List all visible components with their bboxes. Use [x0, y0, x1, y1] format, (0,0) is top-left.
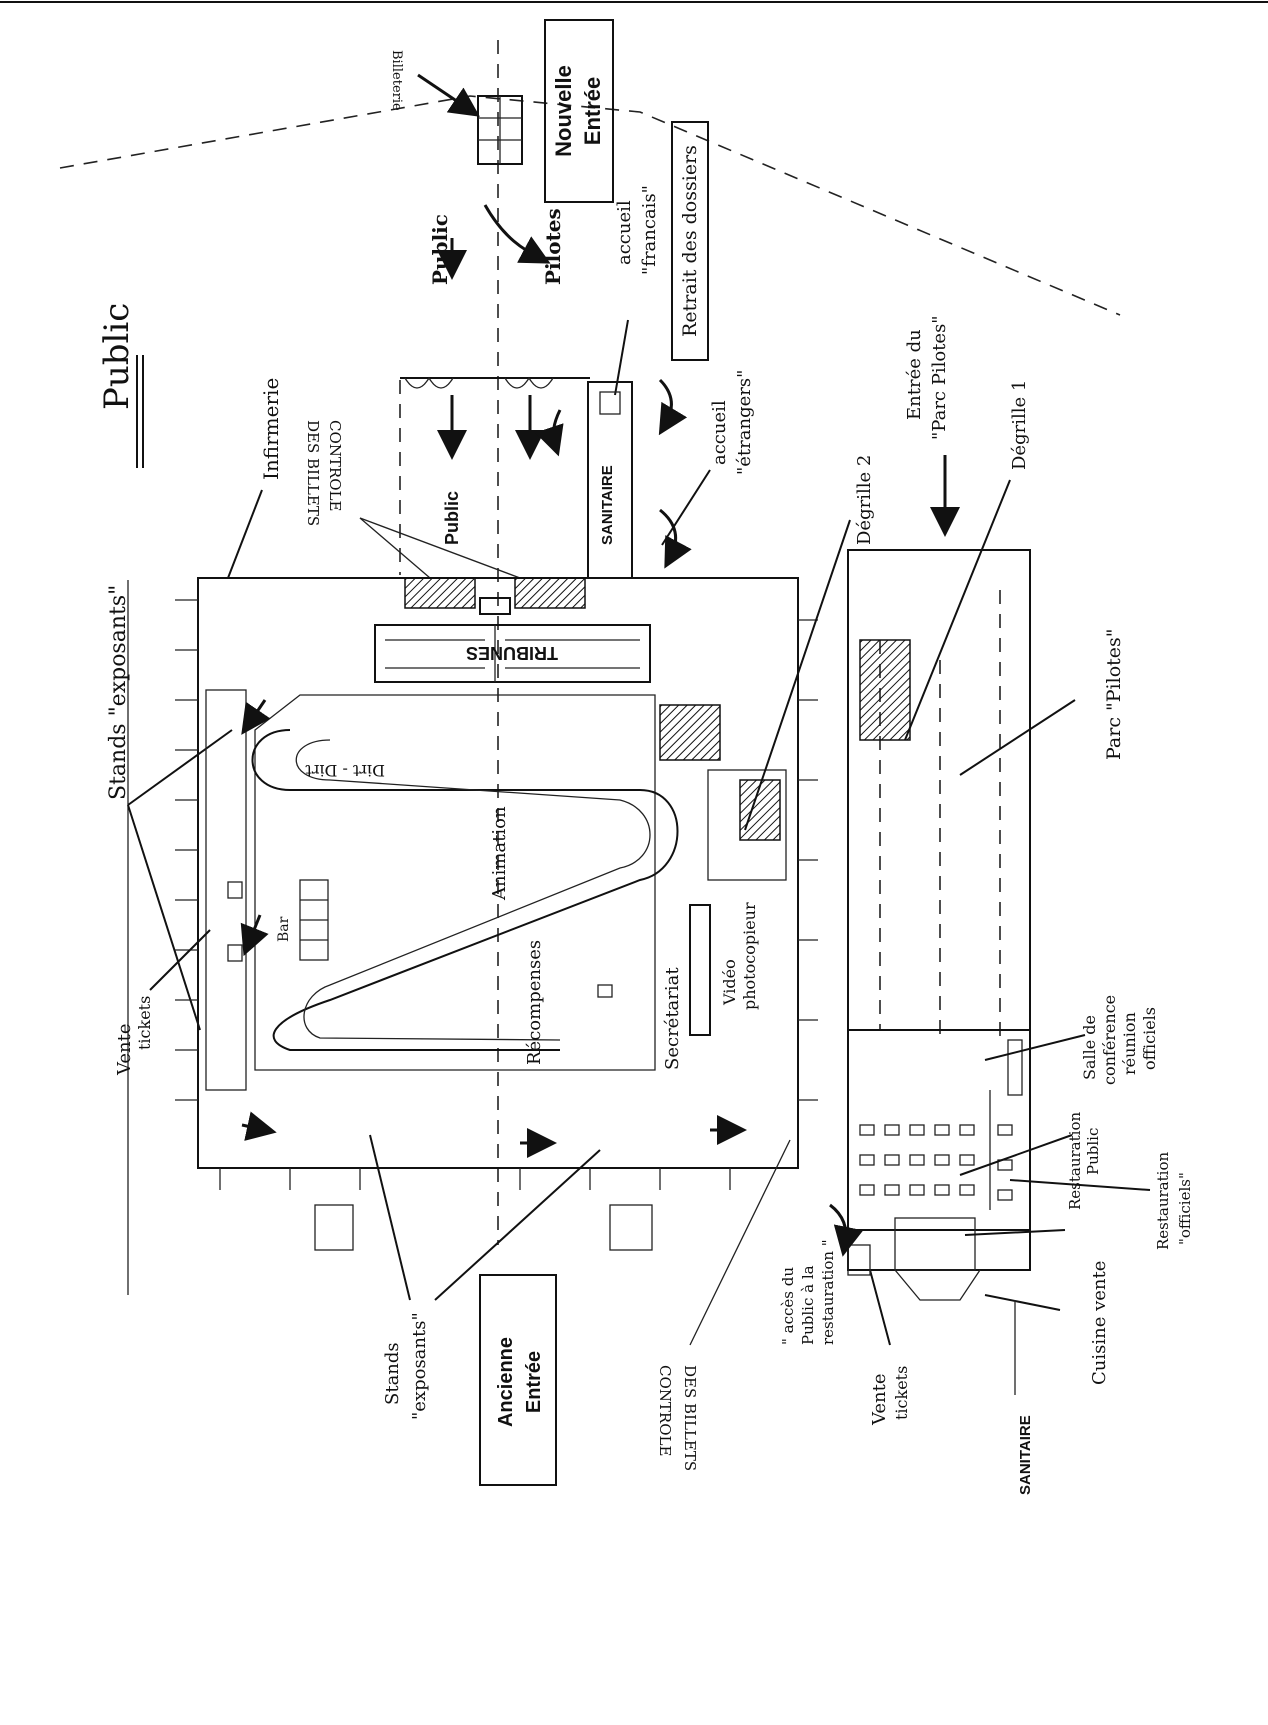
- cuisine-vente-label: Cuisine vente: [1089, 1261, 1110, 1385]
- parc-pilotes: [847, 549, 1031, 1231]
- retrait-dossiers-box: Retrait des dossiers: [671, 121, 709, 361]
- sanitaire-bottom-label: SANITAIRE: [1017, 1415, 1034, 1495]
- accueil-etrangers-leader: [661, 469, 711, 546]
- salle-conference-line4: officiels: [1140, 1007, 1159, 1070]
- controle-leader-2: [359, 517, 521, 579]
- controle-billets-bottom-line2: DES BILLETS: [681, 1365, 699, 1471]
- main-site: [175, 577, 818, 1190]
- outer-booth-2: [609, 1204, 653, 1251]
- controle-billets-top-line1: CONTROLE: [326, 420, 344, 511]
- controle-billets-bottom-line1: CONTROLE: [656, 1365, 674, 1456]
- stands-bottom-leader-1: [369, 1134, 411, 1301]
- restauration-public-leader: [959, 1134, 1073, 1176]
- entree-parc-line2: "Parc Pilotes": [929, 315, 950, 440]
- secretariat-label: Secrétariat: [662, 967, 683, 1070]
- acces-public-line3: restauration ": [819, 1239, 837, 1345]
- infirmerie-leader: [227, 489, 263, 579]
- controle-billets-bottom-leader: [689, 1139, 791, 1346]
- degrille-1-label: Dégrille 1: [1009, 380, 1030, 470]
- stands-leader-2: [127, 804, 201, 1031]
- controle-leader-1: [359, 517, 431, 579]
- cuisine-vente-leader-1: [964, 1229, 1066, 1236]
- nouvelle-entree-line2: Entrée: [580, 77, 605, 145]
- restauration-public-line2: Public: [1084, 1128, 1102, 1175]
- public-entry-corridor: [399, 376, 590, 575]
- accueil-francais-leader: [614, 319, 629, 396]
- degrille-2: [659, 519, 851, 881]
- svg-text:Entrée: Entrée: [523, 1351, 545, 1413]
- infirmerie-label: Infirmerie: [259, 378, 283, 480]
- nouvelle-entree-box: Nouvelle Entrée: [544, 19, 614, 203]
- svg-text:Retrait des dossiers: Retrait des dossiers: [679, 145, 701, 337]
- restauration-block: [847, 1029, 1031, 1301]
- stands-leader-1: [127, 729, 233, 806]
- vente-tickets-bottom-line1: Vente: [869, 1374, 890, 1426]
- salle-conference-line3: réunion: [1120, 1012, 1139, 1075]
- video-photocopieur-line2: photocopieur: [740, 902, 759, 1010]
- svg-text:Public: Public: [97, 303, 137, 410]
- recompenses-label: Récompenses: [524, 940, 545, 1065]
- acces-public-line2: Public à la: [799, 1265, 817, 1345]
- accueil-francais-line2: "francais": [639, 185, 660, 275]
- salle-conference-line2: conférence: [1100, 995, 1119, 1085]
- vente-tickets-left-line2: tickets: [135, 996, 154, 1050]
- accueil-francais-line1: accueil: [614, 200, 635, 265]
- parc-pilotes-leader: [959, 699, 1076, 776]
- public-inner-label: Public: [442, 491, 462, 545]
- svg-text:TRIBUNES: TRIBUNES: [466, 643, 558, 663]
- restauration-officiels-line2: "officiels": [1176, 1172, 1194, 1245]
- svg-text:SANITAIRE: SANITAIRE: [599, 465, 616, 545]
- vente-tickets-leader: [149, 929, 211, 991]
- vente-tickets-left-line1: Vente: [114, 1024, 135, 1076]
- dirt-label: Dirt - Dirt: [305, 761, 385, 780]
- video-photocopieur-line1: Vidéo: [720, 959, 739, 1006]
- animation-label: Animation: [489, 806, 510, 901]
- restauration-public-line1: Restauration: [1066, 1112, 1084, 1210]
- acces-public-line1: " accès du: [779, 1267, 797, 1345]
- nouvelle-entree-line1: Nouvelle: [551, 65, 576, 157]
- billeterie-booth: [417, 73, 523, 165]
- stands-bottom-leader-2: [434, 1149, 601, 1301]
- pilotes-arrow: [483, 204, 551, 264]
- flow-arrow-2: [240, 914, 269, 957]
- restauration-officiels-line1: Restauration: [1154, 1152, 1172, 1250]
- accueil-arrow-2: [659, 508, 692, 569]
- stands-exposants-top-label: Stands "exposants": [106, 585, 131, 800]
- vente-tickets-bottom-leader: [869, 1269, 891, 1346]
- stands-exposants-bottom-line1: Stands: [382, 1342, 403, 1405]
- accueil-etrangers-line1: accueil: [709, 400, 730, 465]
- vente-tickets-bottom-line2: tickets: [892, 1366, 911, 1420]
- salle-conference-line1: Salle de: [1080, 1015, 1099, 1080]
- restauration-officiels-leader: [1009, 1179, 1151, 1191]
- public-heading: Public: [97, 303, 144, 468]
- stands-exposants-bottom-line2: "exposants": [409, 1312, 430, 1420]
- tribunes: TRIBUNES: [374, 624, 651, 683]
- billeterie-label: Billeterie: [389, 50, 404, 111]
- sanitaire-top: SANITAIRE: [587, 381, 633, 579]
- cuisine-vente-leader-2: [984, 1294, 1061, 1311]
- bar: Bar: [227, 879, 329, 962]
- pilotes-label: Pilotes: [541, 208, 565, 285]
- race-track: [251, 729, 679, 1051]
- flow-arrow-1: [241, 699, 271, 735]
- degrille-2-label: Dégrille 2: [854, 455, 875, 545]
- accueil-etrangers-line2: "étrangers": [734, 370, 755, 475]
- acces-public-arrow: [829, 1203, 864, 1257]
- flow-arrow-3: [241, 1111, 277, 1141]
- site-boundary-top: [59, 95, 1121, 316]
- parc-pilotes-label: Parc "Pilotes": [1103, 628, 1125, 760]
- salle-conference-leader: [984, 1034, 1086, 1061]
- secretariat-desk: [689, 904, 711, 1036]
- svg-text:Bar: Bar: [276, 916, 292, 942]
- public-path-label: Public: [428, 214, 452, 285]
- controle-billets-top-line2: DES BILLETS: [304, 420, 322, 526]
- ancienne-entree-box: Ancienne Entrée: [479, 1274, 557, 1486]
- degrille-1-leader: [904, 479, 1011, 741]
- svg-text:Ancienne: Ancienne: [495, 1337, 517, 1427]
- accueil-arrow-1: [658, 378, 688, 436]
- recompenses-podium: [597, 984, 613, 998]
- entree-parc-line1: Entrée du: [904, 329, 925, 420]
- outer-booth-1: [314, 1204, 354, 1251]
